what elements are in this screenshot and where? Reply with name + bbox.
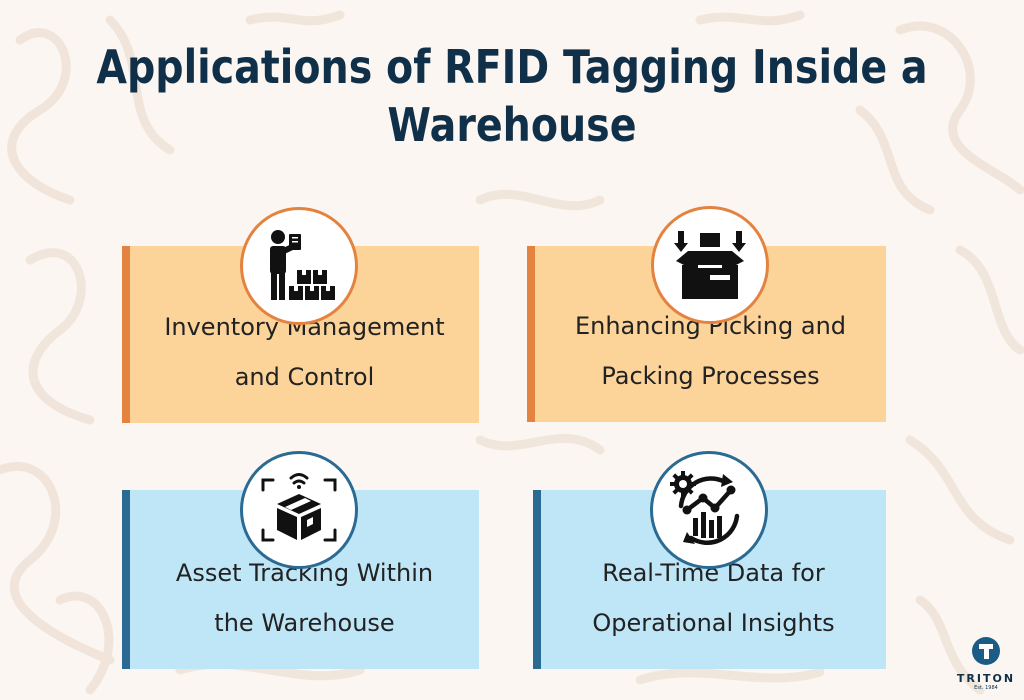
logo-name: TRITON bbox=[956, 672, 1016, 685]
title-line-1: Applications of RFID Tagging Inside a bbox=[96, 40, 928, 94]
title-line-2: Warehouse bbox=[387, 98, 637, 152]
logo-tagline: Est. 1984 bbox=[974, 685, 998, 691]
card-label-line-2: and Control bbox=[234, 363, 375, 391]
card-label-line-2: Operational Insights bbox=[592, 609, 835, 637]
triton-logo-icon bbox=[972, 637, 1000, 665]
page-title: Applications of RFID Tagging Inside a Wa… bbox=[72, 38, 953, 154]
icon-circle bbox=[240, 451, 358, 569]
worker-inventory-icon bbox=[270, 230, 335, 300]
triton-logo: TRITON Est. 1984 bbox=[956, 636, 1016, 696]
card-label-line-2: the Warehouse bbox=[214, 609, 395, 637]
icon-circle bbox=[651, 206, 769, 324]
realtime-analytics-icon bbox=[670, 471, 740, 545]
card-label-line-2: Packing Processes bbox=[601, 362, 820, 390]
rfid-box-scan-icon bbox=[261, 473, 337, 542]
box-packing-icon bbox=[674, 231, 746, 299]
icon-circle bbox=[240, 207, 358, 325]
icon-circle bbox=[650, 451, 768, 569]
